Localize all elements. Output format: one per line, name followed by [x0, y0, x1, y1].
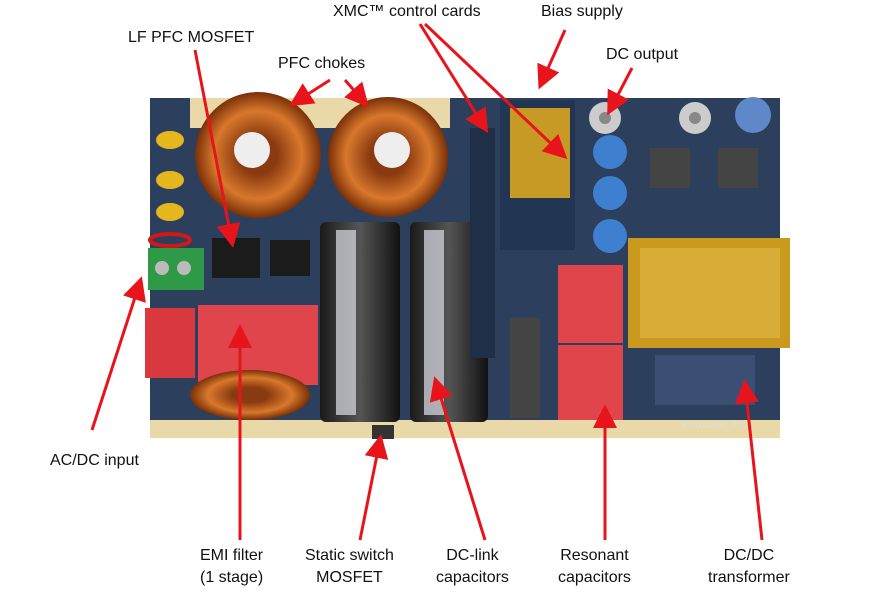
label-line: (1 stage) — [200, 569, 264, 586]
arrow-bias — [537, 29, 567, 90]
label-resonant-capacitors: Resonant capacitors — [558, 545, 631, 589]
dc-link-capacitors — [320, 222, 488, 422]
arrow-xmc-1 — [418, 23, 489, 134]
label-line: Resonant — [560, 547, 629, 564]
arrow-ac-dc — [90, 276, 146, 431]
y-capacitors — [156, 131, 184, 221]
label-bias-supply: Bias supply — [541, 3, 623, 20]
label-line: Static switch — [305, 547, 394, 564]
label-line: capacitors — [436, 569, 509, 586]
label-line: DC-link — [446, 547, 499, 564]
label-ac-dc-input: AC/DC input — [50, 452, 139, 469]
dc-output — [589, 97, 771, 253]
arrow-static — [358, 434, 389, 541]
xmc-control-cards — [470, 100, 575, 358]
arrow-transformer — [735, 379, 764, 541]
arrows — [90, 22, 764, 541]
pfc-chokes — [195, 92, 448, 218]
static-switch — [372, 425, 394, 439]
label-lf-pfc-mosfet: LF PFC MOSFET — [128, 29, 255, 46]
label-dc-link-capacitors: DC-link capacitors — [436, 545, 509, 589]
label-line: EMI filter — [200, 547, 264, 564]
arrow-dc-output — [607, 67, 634, 116]
arrow-choke-2 — [343, 79, 369, 108]
ac-dc-input-terminal — [148, 232, 204, 290]
arrow-xmc-2 — [423, 22, 568, 160]
label-line: transformer — [708, 569, 790, 586]
label-line: DC/DC — [723, 547, 775, 564]
label-xmc-control-cards: XMC™ control cards — [333, 3, 481, 20]
label-line: capacitors — [558, 569, 631, 586]
label-pfc-chokes: PFC chokes — [278, 55, 366, 72]
label-emi-filter: EMI filter (1 stage) — [200, 545, 263, 589]
label-dc-dc-transformer: DC/DC transformer — [708, 545, 790, 589]
arrow-lf-pfc — [193, 49, 241, 248]
emi-filter — [145, 305, 318, 420]
resonant-capacitors — [510, 265, 623, 420]
dc-dc-transformer — [628, 238, 790, 405]
label-dc-output: DC output — [606, 46, 679, 63]
arrow-dc-link — [429, 376, 487, 541]
label-line: MOSFET — [316, 569, 383, 586]
label-static-switch-mosfet: Static switch MOSFET — [305, 545, 394, 589]
board-marking: M100002980_PSU — [680, 421, 748, 430]
arrow-choke-1 — [288, 78, 331, 107]
